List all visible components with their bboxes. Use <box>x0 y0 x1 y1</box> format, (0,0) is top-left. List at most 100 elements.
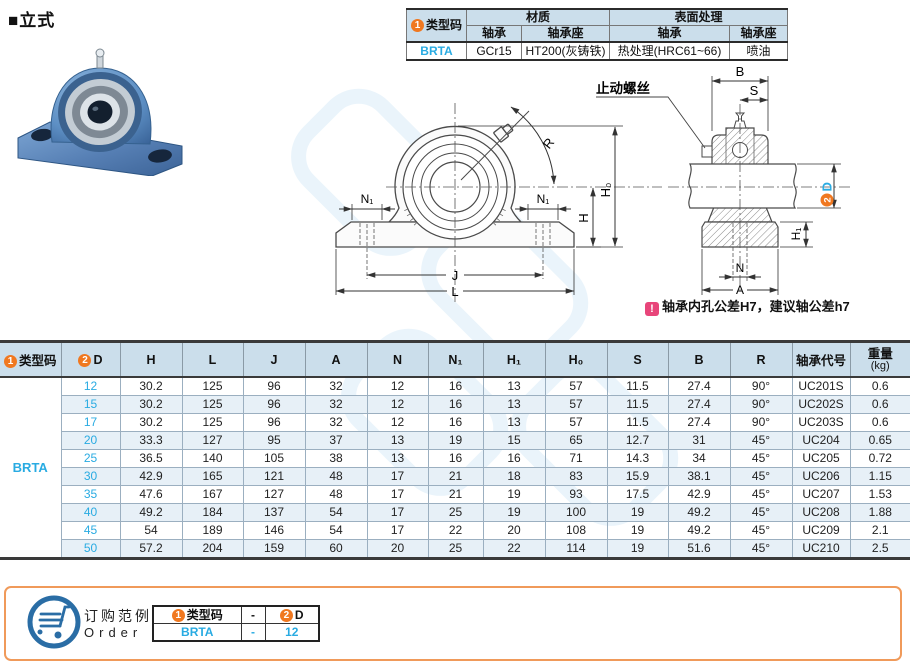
dim-label-l: L <box>451 284 458 299</box>
value-cell: 57 <box>544 395 608 414</box>
badge-2-icon: 2 <box>78 353 92 367</box>
dim-label-r: R <box>540 135 558 152</box>
value-cell: 90° <box>729 395 793 414</box>
dim-label-s: S <box>750 83 759 98</box>
spec-type-code: BRTA <box>406 41 467 61</box>
col-h0: H₀ <box>544 341 608 378</box>
value-cell: 51.6 <box>667 539 731 559</box>
value-cell: 90° <box>729 413 793 432</box>
value-cell: 36.5 <box>119 449 183 468</box>
value-cell: 16 <box>427 395 484 414</box>
d-value-cell: 35 <box>60 485 121 504</box>
value-cell: 49.2 <box>667 521 731 540</box>
value-cell: 27.4 <box>667 413 731 432</box>
d-value-cell: 12 <box>60 376 121 396</box>
value-cell: 13 <box>366 431 429 450</box>
value-cell: 42.9 <box>667 485 731 504</box>
value-cell: 159 <box>242 539 306 559</box>
value-cell: 105 <box>242 449 306 468</box>
col-n1: N₁ <box>427 341 484 378</box>
value-cell: 19 <box>606 503 669 522</box>
value-cell: 65 <box>544 431 608 450</box>
value-cell: 12 <box>366 376 429 396</box>
spec-bearing-header2: 轴承 <box>609 25 730 43</box>
value-cell: 49.2 <box>119 503 183 522</box>
order-title-en: Order <box>84 625 143 640</box>
front-view-drawing: R N₁ N₁ H H₀ J L <box>335 103 662 302</box>
value-cell: 11.5 <box>606 395 669 414</box>
order-title-cn: 订购范例 <box>84 608 152 624</box>
svg-text:D: D <box>820 182 835 191</box>
value-cell: 189 <box>181 521 244 540</box>
value-cell: 17 <box>366 521 429 540</box>
value-cell: 1.88 <box>849 503 910 522</box>
d-value-cell: 17 <box>60 413 121 432</box>
value-cell: 22 <box>482 539 546 559</box>
col-bearing-code: 轴承代号 <box>791 341 851 378</box>
value-cell: 15.9 <box>606 467 669 486</box>
order-d-value: 12 <box>264 623 320 642</box>
spec-housing-header: 轴承座 <box>521 25 610 43</box>
value-cell: 13 <box>366 449 429 468</box>
value-cell: 57 <box>544 376 608 396</box>
d-value-cell: 45 <box>60 521 121 540</box>
set-screw-label: 止动螺丝 <box>596 80 650 96</box>
value-cell: 0.6 <box>849 376 910 396</box>
spec-material-header: 材质 <box>466 8 610 26</box>
spec-bearing-header: 轴承 <box>466 25 522 43</box>
value-cell: 19 <box>482 485 546 504</box>
side-view-drawing: 止动螺丝 B S 2 D H₁ N A <box>596 64 850 297</box>
value-cell: 184 <box>181 503 244 522</box>
value-cell: 0.6 <box>849 413 910 432</box>
dim-label-2d: 2 D <box>820 182 835 207</box>
value-cell: 125 <box>181 376 244 396</box>
value-cell: 0.6 <box>849 395 910 414</box>
value-cell: 20 <box>482 521 546 540</box>
svg-text:2: 2 <box>823 197 834 202</box>
value-cell: 13 <box>482 395 546 414</box>
value-cell: 32 <box>304 413 368 432</box>
col-j: J <box>242 341 306 378</box>
value-cell: 13 <box>482 376 546 396</box>
value-cell: 45° <box>729 521 793 540</box>
value-cell: 25 <box>427 539 484 559</box>
value-cell: 125 <box>181 413 244 432</box>
value-cell: 14.3 <box>606 449 669 468</box>
col-b: B <box>667 341 731 378</box>
value-cell: 20 <box>366 539 429 559</box>
value-cell: 12 <box>366 413 429 432</box>
value-cell: 17 <box>366 467 429 486</box>
d-value-cell: 50 <box>60 539 121 559</box>
value-cell: 19 <box>427 431 484 450</box>
value-cell: 0.65 <box>849 431 910 450</box>
dim-label-h: H <box>576 213 591 222</box>
value-cell: 93 <box>544 485 608 504</box>
value-cell: UC206 <box>791 467 851 486</box>
value-cell: 27.4 <box>667 376 731 396</box>
value-cell: 83 <box>544 467 608 486</box>
value-cell: 11.5 <box>606 376 669 396</box>
value-cell: UC203S <box>791 413 851 432</box>
badge-1-icon: 1 <box>3 355 17 368</box>
order-type-code-value: BRTA <box>152 623 242 642</box>
value-cell: 2.5 <box>849 539 910 559</box>
badge-1-icon: 1 <box>410 19 424 32</box>
dim-label-b: B <box>736 64 745 79</box>
value-cell: 47.6 <box>119 485 183 504</box>
value-cell: 114 <box>544 539 608 559</box>
value-cell: 19 <box>606 521 669 540</box>
